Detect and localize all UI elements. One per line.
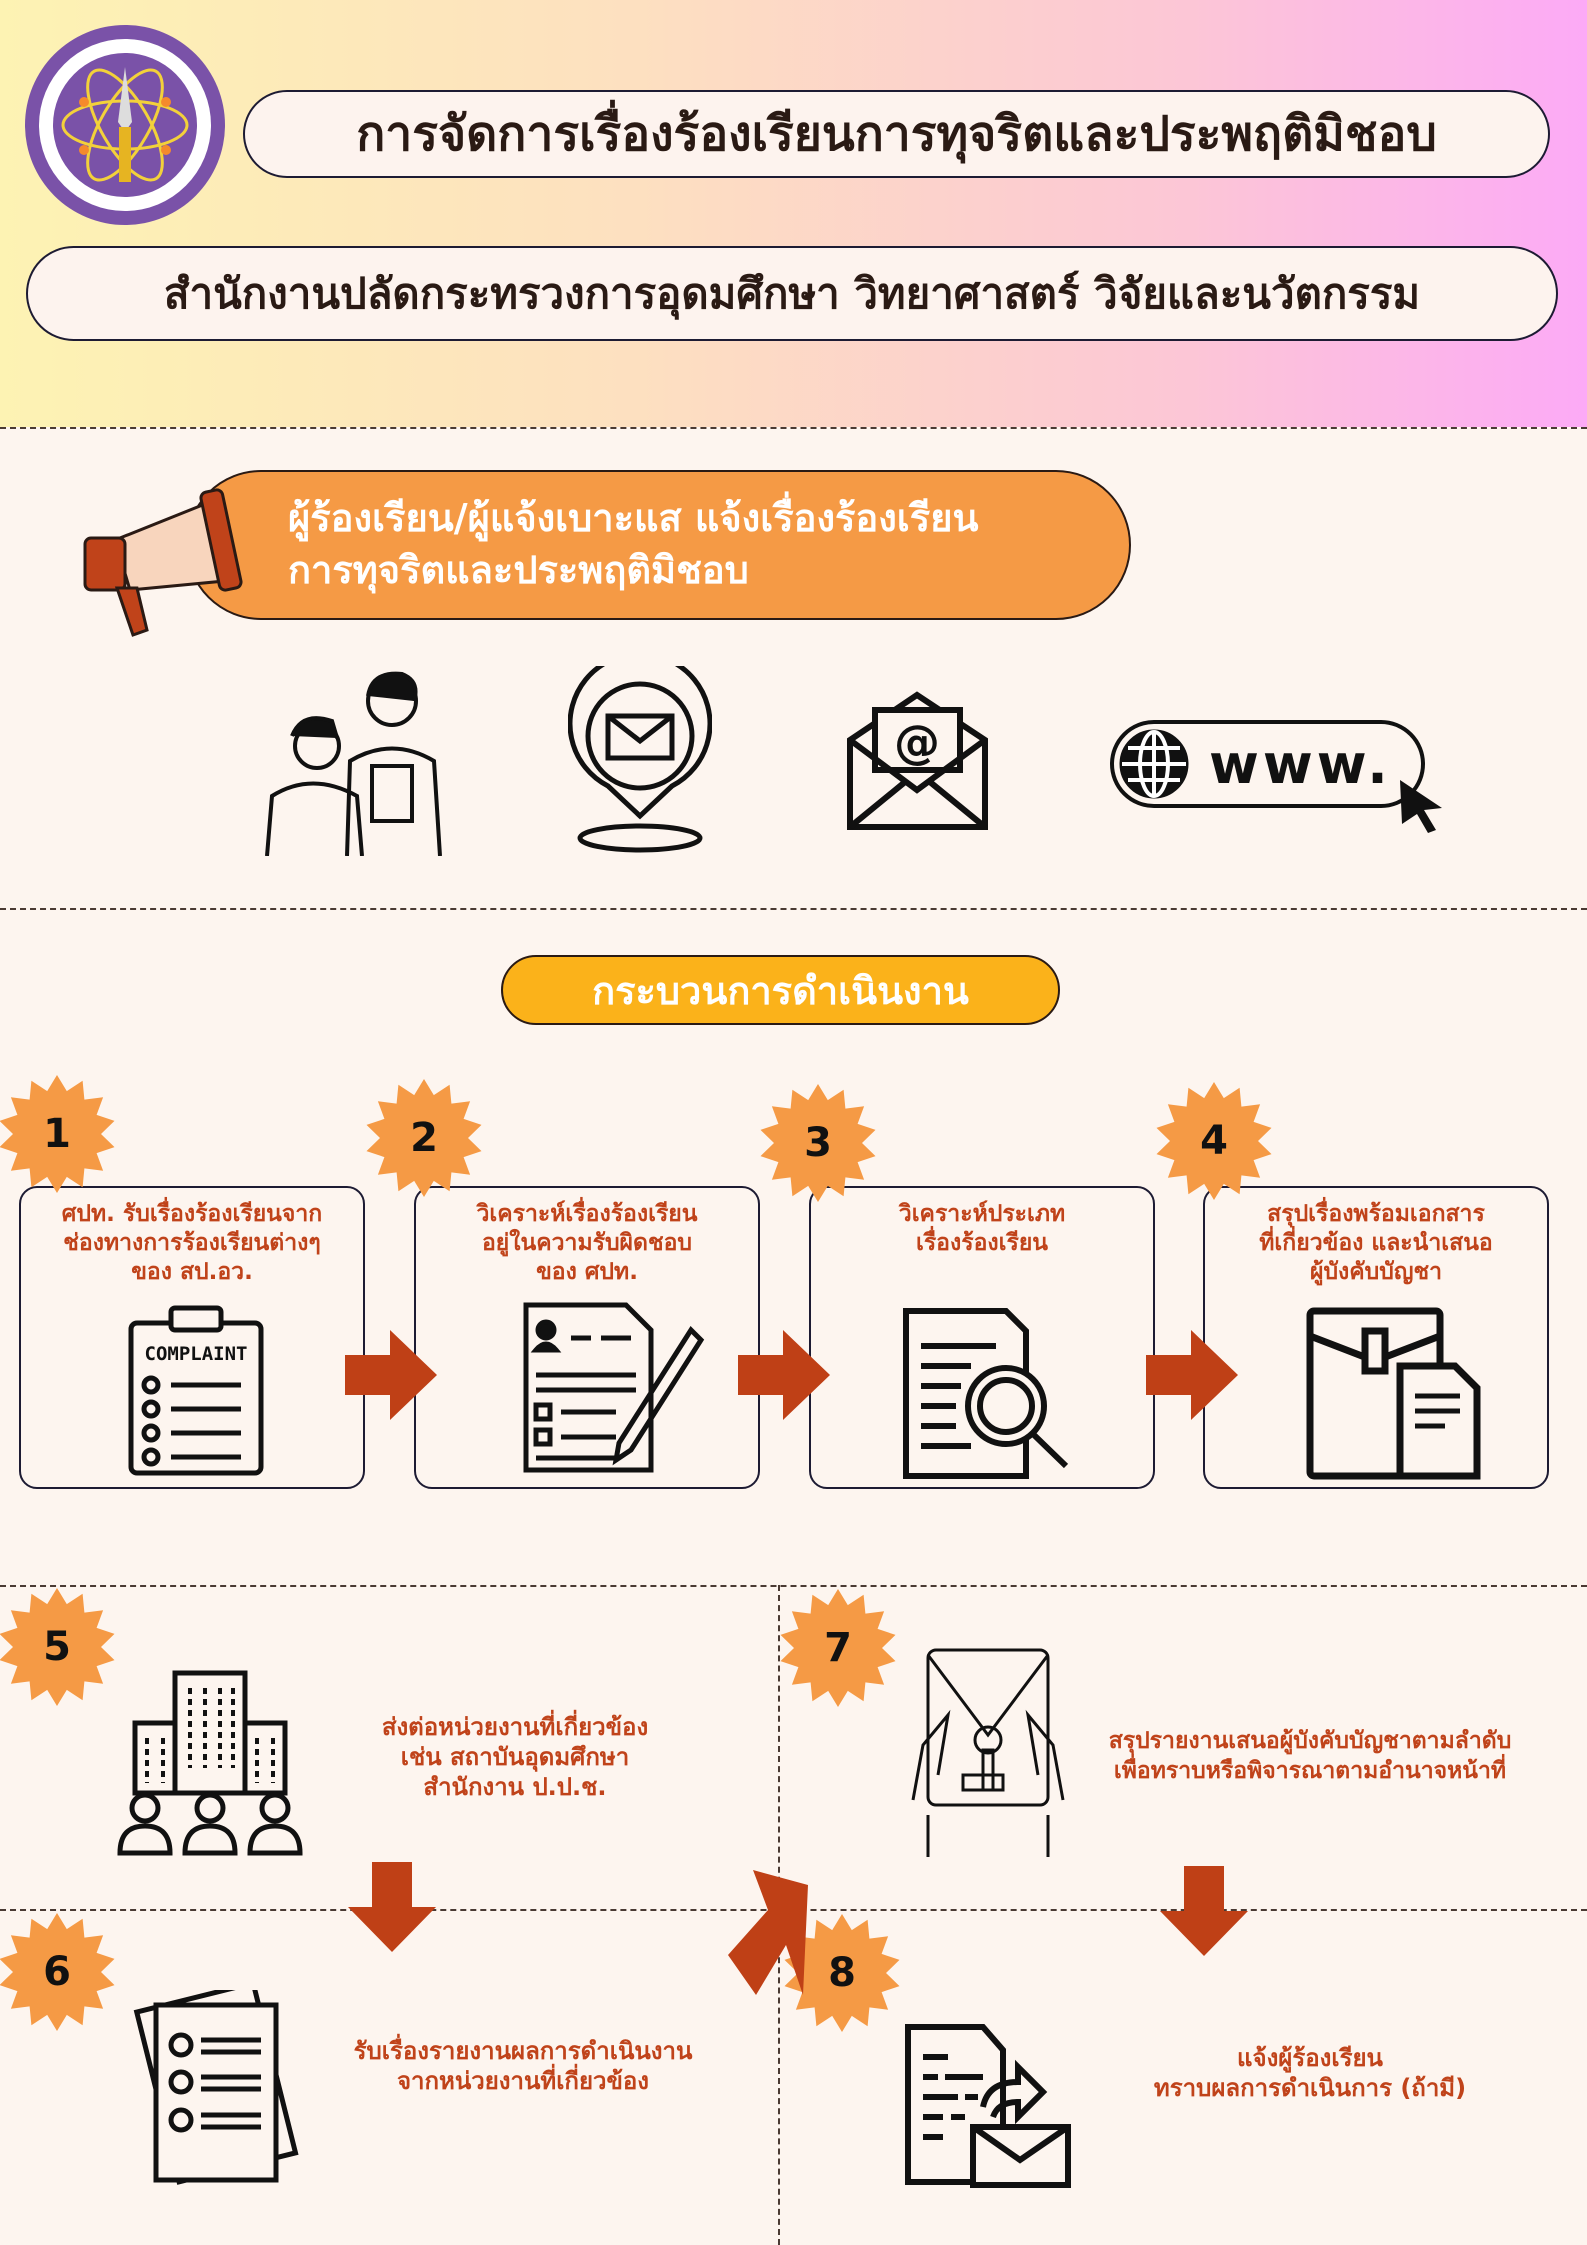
- header-banner: [0, 0, 1587, 427]
- banner-line-1: ผู้ร้องเรียน/ผู้แจ้งเบาะแส แจ้งเรื่องร้อ…: [288, 496, 979, 540]
- divider: [0, 1585, 1587, 1587]
- step-6-badge: 6: [0, 1913, 116, 2031]
- step-8-badge: 8: [783, 1914, 901, 2032]
- step-5-text: ส่งต่อหน่วยงานที่เกี่ยวข้องเช่น สถาบันอุ…: [381, 1713, 649, 1801]
- envelope-hands-icon: [911, 1648, 1065, 1857]
- arrow-right-2-3: [738, 1330, 830, 1420]
- channels-banner: ผู้ร้องเรียน/ผู้แจ้งเบาะแส แจ้งเรื่องร้อ…: [186, 470, 1131, 620]
- divider: [0, 908, 1587, 910]
- step-7-text: สรุปรายงานเสนอผู้บังคับบัญชาตามลำดับเพื่…: [1108, 1728, 1512, 1784]
- page-title: การจัดการเรื่องร้องเรียนการทุจริตและประพ…: [243, 90, 1550, 178]
- step-number: 8: [828, 1950, 856, 1996]
- document-send-mail-icon: [905, 2024, 1071, 2188]
- cursor-icon: [1400, 780, 1442, 833]
- arrow-right-1-2: [345, 1330, 437, 1420]
- document-sign-icon: [523, 1302, 705, 1473]
- svg-text:COMPLAINT: COMPLAINT: [145, 1343, 248, 1365]
- step-3-text: วิเคราะห์ประเภทเรื่องร้องเรียน: [898, 1201, 1066, 1256]
- step-number: 6: [43, 1949, 71, 1995]
- arrow-down-7-8: [1160, 1866, 1248, 1956]
- step-8-text: แจ้งผู้ร้องเรียนทราบผลการดำเนินการ (ถ้าม…: [1153, 2044, 1467, 2102]
- step-number: 2: [410, 1115, 438, 1161]
- starburst-icon: [760, 1084, 876, 1202]
- step-1-text: ศปท. รับเรื่องร้องเรียนจากช่องทางการร้อง…: [61, 1201, 323, 1285]
- starburst-icon: [1156, 1082, 1272, 1200]
- step-7-badge: 7: [779, 1589, 897, 1707]
- step-2-badge: 2: [365, 1079, 483, 1197]
- step-2-card: วิเคราะห์เรื่องร้องเรียนอยู่ในความรับผิด…: [414, 1186, 760, 1489]
- email-icon: @: [847, 691, 988, 830]
- banner-line-2: การทุจริตและประพฤติมิชอบ: [288, 548, 749, 592]
- in-person-icon: [265, 671, 442, 856]
- envelope-documents-icon: [1306, 1307, 1481, 1480]
- step-number: 1: [43, 1111, 71, 1157]
- starburst-icon: [366, 1079, 482, 1197]
- megaphone-icon: [83, 488, 243, 637]
- step-1-card: ศปท. รับเรื่องร้องเรียนจากช่องทางการร้อง…: [19, 1186, 365, 1489]
- step-3-badge: 3: [759, 1084, 877, 1202]
- step-number: 5: [43, 1624, 71, 1670]
- step-2-text: วิเคราะห์เรื่องร้องเรียนอยู่ในความรับผิด…: [476, 1201, 698, 1285]
- starburst-icon: [784, 1914, 900, 2032]
- ministry-logo: [25, 25, 225, 225]
- step-number: 3: [804, 1120, 832, 1166]
- page-subtitle: สำนักงานปลัดกระทรวงการอุดมศึกษา วิทยาศาส…: [26, 246, 1558, 341]
- complaint-clipboard-icon: COMPLAINT: [128, 1305, 264, 1476]
- arrow-diagonal-6-7: [728, 1870, 808, 1995]
- step-number: 7: [824, 1625, 852, 1671]
- svg-text:@: @: [894, 715, 940, 769]
- step-4-text: สรุปเรื่องพร้อมเอกสารที่เกี่ยวข้อง และนำ…: [1259, 1201, 1493, 1285]
- step-1-badge: 1: [0, 1075, 116, 1193]
- globe-icon: [1119, 729, 1189, 799]
- step-3-card: วิเคราะห์ประเภทเรื่องร้องเรียน: [809, 1186, 1155, 1489]
- buildings-people-icon: [117, 1670, 303, 1856]
- starburst-icon: [0, 1913, 115, 2031]
- step-4-badge: 4: [1155, 1082, 1273, 1200]
- process-title: กระบวนการดำเนินงาน: [501, 955, 1060, 1025]
- divider: [0, 427, 1587, 429]
- step-5-badge: 5: [0, 1588, 116, 1706]
- starburst-icon: [780, 1589, 896, 1707]
- starburst-icon: [0, 1075, 115, 1193]
- step-6-text: รับเรื่องรายงานผลการดำเนินงานจากหน่วยงาน…: [353, 2037, 693, 2095]
- document-search-icon: [903, 1308, 1069, 1479]
- mail-location-icon: [568, 666, 712, 853]
- arrow-down-5-6: [348, 1862, 436, 1952]
- checklist-icon: [133, 1990, 299, 2185]
- step-4-card: สรุปเรื่องพร้อมเอกสารที่เกี่ยวข้อง และนำ…: [1203, 1186, 1549, 1489]
- www-label: www.: [1209, 732, 1392, 796]
- website-link[interactable]: www.: [1110, 720, 1425, 808]
- starburst-icon: [0, 1588, 115, 1706]
- arrow-right-3-4: [1146, 1330, 1238, 1420]
- step-number: 4: [1200, 1118, 1228, 1164]
